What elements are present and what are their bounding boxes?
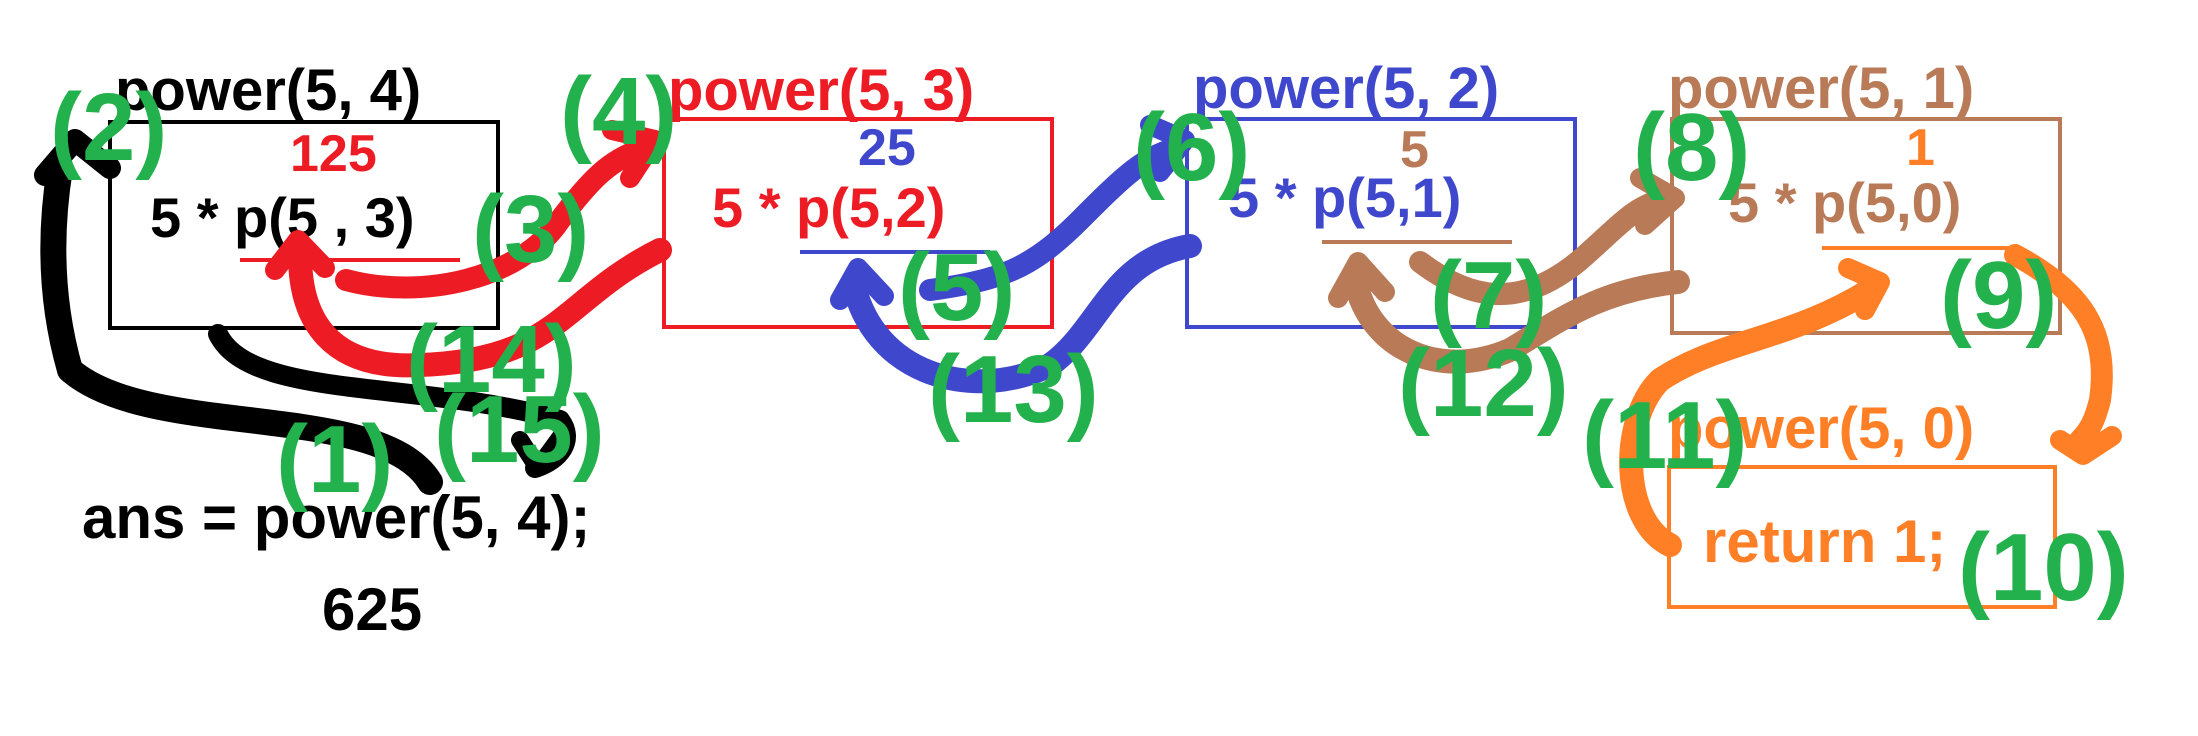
arrow-step-13 xyxy=(843,234,1202,394)
frame-expression-power-5-4: 5 * p(5 , 3) xyxy=(150,186,415,249)
call-underline-blue xyxy=(800,250,990,254)
step-label-5: (5) xyxy=(898,234,1016,341)
arrowhead-step-15 xyxy=(511,429,569,477)
frame-box-power-5-1 xyxy=(1670,117,2062,335)
returned-value-125: 125 xyxy=(290,125,377,183)
arrowhead-step-10 xyxy=(2050,426,2122,465)
step-label-1: (1) xyxy=(276,406,394,513)
arrow-step-7-8 xyxy=(1409,189,1671,305)
arrowhead-step-8 xyxy=(1630,168,1685,235)
arrow-step-11 xyxy=(1619,278,1882,557)
step-label-4: (4) xyxy=(560,58,678,165)
arrow-step-1 xyxy=(40,155,443,495)
arrowhead-step-12 xyxy=(1328,252,1395,308)
call-underline-red xyxy=(240,258,460,262)
frame-title-power-5-0: power(5, 0) xyxy=(1668,396,1975,461)
returned-value-5: 5 xyxy=(1400,121,1429,179)
returned-value-25: 25 xyxy=(858,119,916,177)
step-label-6: (6) xyxy=(1133,94,1251,201)
step-label-8: (8) xyxy=(1633,94,1751,201)
frame-expression-power-5-2: 5 * p(5,1) xyxy=(1228,166,1462,229)
step-label-3: (3) xyxy=(472,176,590,283)
step-label-9: (9) xyxy=(1940,242,2058,349)
arrow-step-12 xyxy=(1343,268,1690,374)
main-statement: ans = power(5, 4); xyxy=(82,484,591,551)
frame-title-power-5-2: power(5, 2) xyxy=(1193,56,1500,121)
step-label-7: (7) xyxy=(1430,242,1548,349)
arrow-step-5-6 xyxy=(919,139,1181,301)
returned-value-1: 1 xyxy=(1906,119,1935,177)
call-underline-orange xyxy=(1822,246,2012,250)
arrow-step-14 xyxy=(288,238,672,378)
step-label-11: (11) xyxy=(1582,382,1748,489)
frame-expression-power-5-0: return 1; xyxy=(1703,508,1947,575)
step-label-10: (10) xyxy=(1958,514,2129,621)
step-label-14: (14) xyxy=(406,306,577,413)
frame-title-power-5-4: power(5, 4) xyxy=(115,58,422,123)
frame-box-power-5-4 xyxy=(108,120,500,330)
arrowhead-step-14 xyxy=(265,230,335,280)
arrowhead-step-6 xyxy=(1140,115,1195,182)
step-label-13: (13) xyxy=(928,336,1099,443)
frame-expression-power-5-1: 5 * p(5,0) xyxy=(1728,171,1962,234)
frame-title-power-5-3: power(5, 3) xyxy=(668,58,975,123)
arrow-step-3-4 xyxy=(335,139,651,299)
arrowhead-step-11 xyxy=(1838,258,1890,320)
step-label-15: (15) xyxy=(434,376,605,483)
arrowhead-step-4 xyxy=(602,120,665,188)
step-label-12: (12) xyxy=(1398,330,1569,437)
main-result: 625 xyxy=(322,576,423,643)
arrow-step-9-10 xyxy=(2004,244,2113,451)
arrowhead-step-13 xyxy=(830,258,894,310)
step-label-2: (2) xyxy=(50,74,168,181)
call-underline-brown xyxy=(1322,240,1512,244)
frame-title-power-5-1: power(5, 1) xyxy=(1668,56,1975,121)
arrowhead-step-1 xyxy=(34,129,121,186)
frame-expression-power-5-3: 5 * p(5,2) xyxy=(712,176,946,239)
